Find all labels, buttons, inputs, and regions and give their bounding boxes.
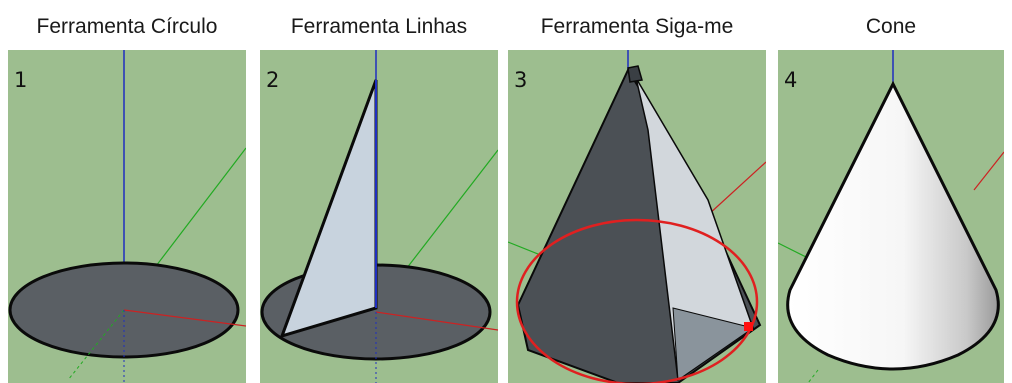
viewport-lines[interactable]: 2 (260, 50, 498, 383)
viewport-follow-me[interactable]: 3 (508, 50, 766, 383)
follow-me-scene (508, 50, 766, 383)
cone-solid (786, 80, 1000, 371)
viewport-circle[interactable]: 1 (8, 50, 246, 383)
path-circle (515, 218, 759, 383)
circle-scene (8, 50, 246, 383)
panel-title-cone: Cone (865, 15, 917, 38)
panel-title-circle: Ferramenta Círculo (36, 15, 218, 38)
viewport-cone[interactable]: 4 (778, 50, 1004, 383)
step-number: 4 (784, 68, 798, 92)
lines-scene (260, 50, 498, 383)
x-axis (123, 309, 246, 327)
panel-title-lines: Ferramenta Linhas (290, 15, 468, 38)
panel-title-follow-me: Ferramenta Siga-me (540, 15, 734, 38)
cone-scene (778, 50, 1004, 383)
step-number: 3 (514, 68, 528, 92)
follow-me-cursor (744, 322, 753, 331)
step-number: 2 (266, 68, 280, 92)
step-number: 1 (14, 68, 28, 92)
